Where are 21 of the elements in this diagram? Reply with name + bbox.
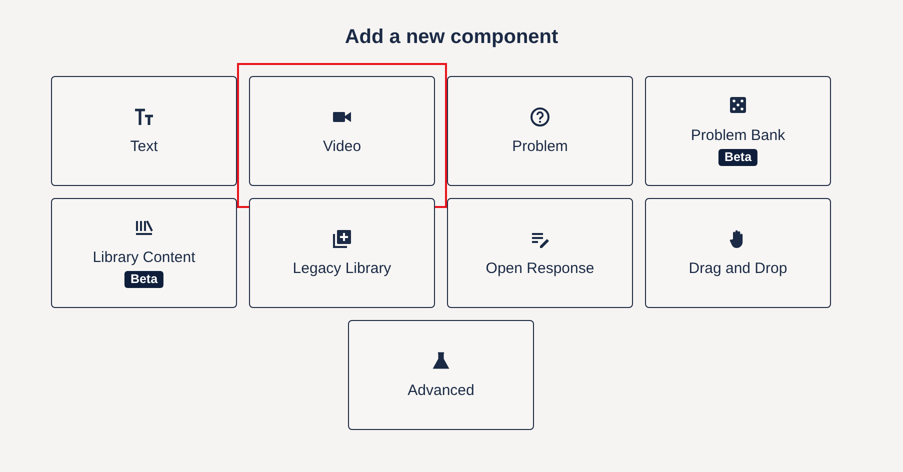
card-label: Text — [129, 138, 159, 156]
component-card — [645, 198, 831, 308]
component-card — [645, 76, 831, 186]
card-label: Legacy Library — [292, 260, 392, 278]
component-card — [51, 76, 237, 186]
status-badge: Beta — [718, 149, 758, 166]
component-card — [348, 320, 534, 430]
card-label: Drag and Drop — [688, 260, 788, 278]
card-label: Open Response — [484, 260, 596, 278]
card-label: Library Content — [92, 249, 196, 267]
card-label: Problem Bank — [690, 127, 786, 145]
component-card — [51, 198, 237, 308]
card-label: Problem — [511, 138, 569, 156]
page-title: Add a new component — [344, 26, 560, 49]
component-card — [447, 76, 633, 186]
card-label: Advanced — [406, 382, 476, 400]
card-label: Video — [322, 138, 362, 156]
component-card — [249, 76, 435, 186]
component-card — [447, 198, 633, 308]
status-badge: Beta — [124, 271, 164, 288]
component-card — [249, 198, 435, 308]
